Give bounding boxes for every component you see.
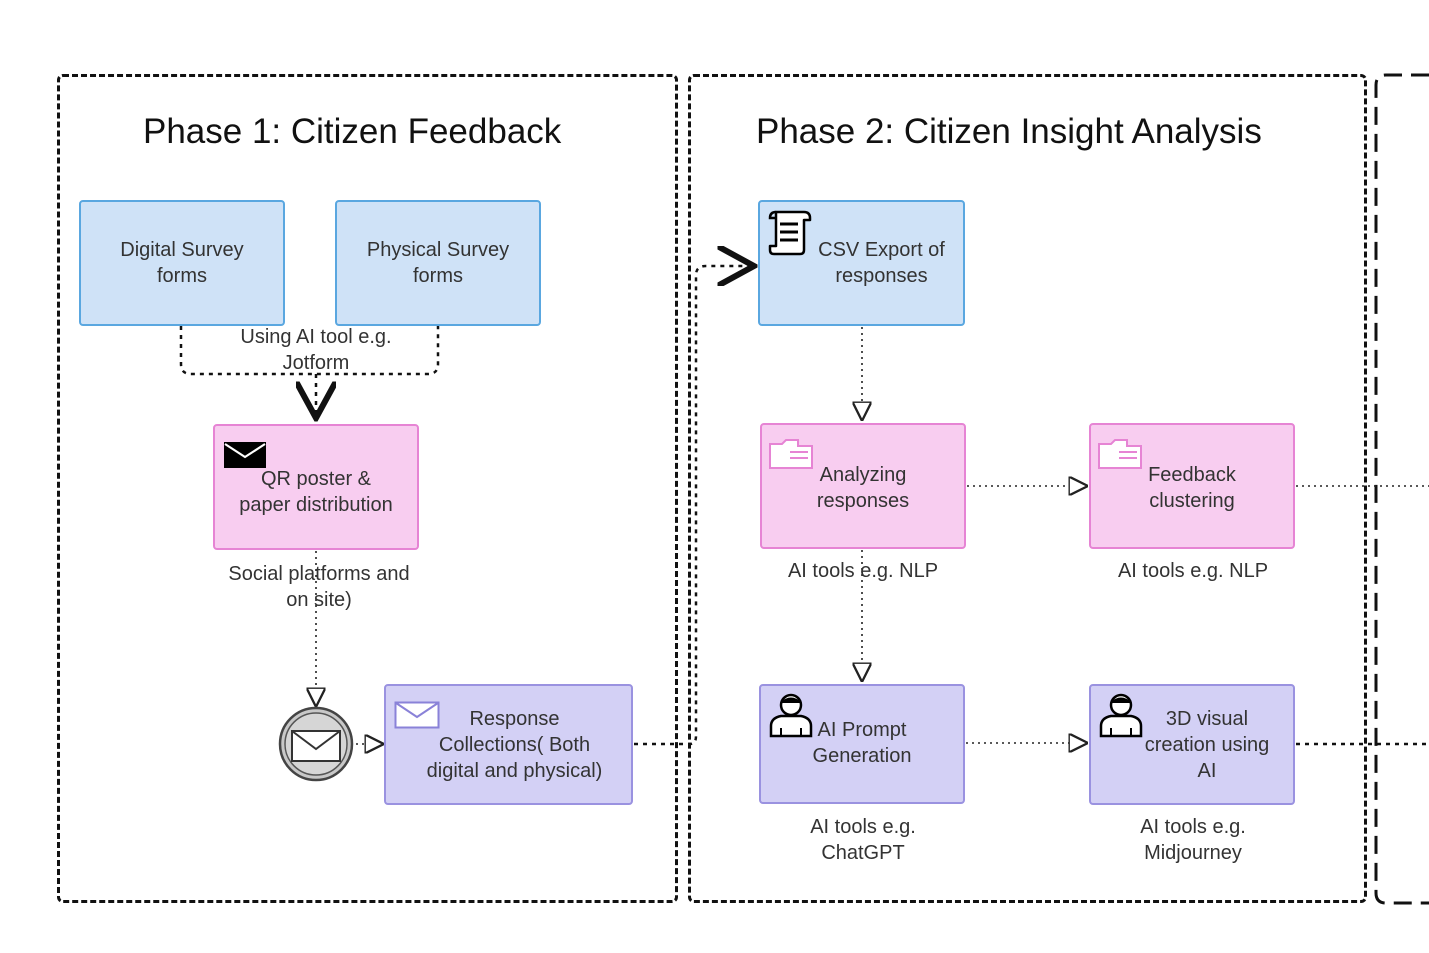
phase-1-container (57, 74, 678, 903)
3d-visual-creation-label: 3D visual creation using AI (1144, 707, 1270, 782)
connector-surveys-to-qr (179, 326, 440, 418)
folder-icon (769, 439, 813, 469)
qr-poster-label: QR poster & paper distribution (239, 468, 393, 516)
user-icon (769, 693, 813, 738)
ai-tools-midjourney-label: AI tools e.g. Midjourney (1140, 816, 1246, 864)
response-collections-label: Response Collections( Both digital and p… (426, 707, 603, 782)
3d-visual-creation-node[interactable]: 3D visual creation using AI (1089, 684, 1295, 805)
analyzing-responses-node[interactable]: Analyzing responses (760, 423, 966, 549)
digital-survey-label: Digital Survey forms (120, 239, 244, 287)
ai-tools-nlp-label-1: AI tools e.g. NLP (787, 560, 939, 582)
envelope-icon (224, 442, 266, 468)
ai-tool-jotform-label: Using AI tool e.g. Jotform (240, 326, 392, 374)
qr-poster-node[interactable]: QR poster & paper distribution (213, 424, 419, 550)
user-icon (1099, 693, 1143, 738)
ai-tools-nlp-label-2: AI tools e.g. NLP (1117, 560, 1269, 582)
phase-2-container (688, 74, 1367, 903)
feedback-clustering-label: Feedback clustering (1148, 464, 1236, 512)
ai-tools-chatgpt-label: AI tools e.g. ChatGPT (810, 816, 916, 864)
physical-survey-node[interactable]: Physical Survey forms (335, 200, 541, 326)
phase-1-title: Phase 1: Citizen Feedback (143, 112, 562, 151)
ai-prompt-generation-label: AI Prompt Generation (812, 719, 912, 767)
mail-event-icon[interactable] (278, 706, 356, 782)
folder-icon (1098, 439, 1142, 469)
analyzing-responses-label: Analyzing responses (816, 464, 910, 512)
csv-export-label: CSV Export of responses (818, 239, 945, 287)
envelope-outline-icon (394, 701, 440, 729)
phase-2-title: Phase 2: Citizen Insight Analysis (756, 112, 1262, 151)
social-platforms-label: Social platforms and on site) (228, 563, 410, 611)
connector-collections-to-csv (634, 266, 754, 746)
physical-survey-label: Physical Survey forms (366, 239, 510, 287)
phase-3-container-edge (1374, 73, 1429, 905)
digital-survey-node[interactable]: Digital Survey forms (79, 200, 285, 326)
scroll-icon (768, 210, 812, 256)
